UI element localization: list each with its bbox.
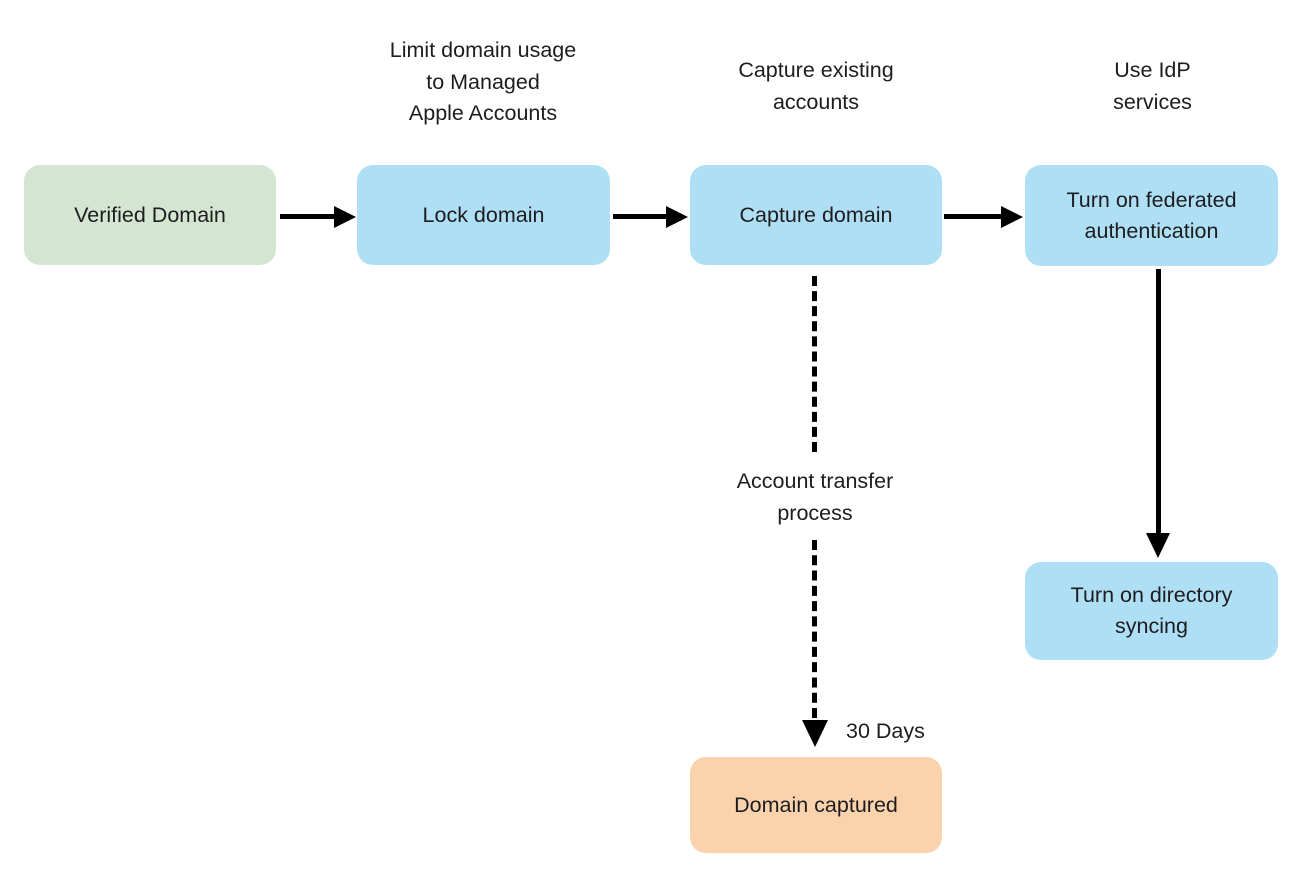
node-turn-on-federated-authentication: Turn on federated authentication <box>1025 165 1278 266</box>
arrow-capture-to-federated <box>944 214 1001 219</box>
dashed-arrow-capture-to-captured-lower <box>812 540 817 718</box>
annotation-limit-domain-usage: Limit domain usage to Managed Apple Acco… <box>389 38 577 125</box>
node-verified-domain: Verified Domain <box>24 165 276 265</box>
arrow-verified-to-lock <box>280 214 334 219</box>
annotation-thirty-days: 30 Days <box>846 719 925 743</box>
arrow-federated-to-directory-line <box>1156 269 1161 534</box>
arrow-lock-to-capture <box>613 214 666 219</box>
annotation-use-idp-services: Use IdP services <box>1113 58 1192 114</box>
node-turn-on-directory-syncing: Turn on directory syncing <box>1025 562 1278 660</box>
node-lock-domain: Lock domain <box>357 165 610 265</box>
annotation-account-transfer-process: Account transfer process <box>736 469 894 525</box>
arrow-federated-to-directory-head <box>1146 533 1170 558</box>
node-capture-domain: Capture domain <box>690 165 942 265</box>
dashed-arrow-capture-to-captured-head <box>802 720 828 747</box>
dashed-arrow-capture-to-captured-upper <box>812 276 817 452</box>
annotation-capture-existing-accounts: Capture existing accounts <box>738 58 894 114</box>
node-domain-captured: Domain captured <box>690 757 942 853</box>
